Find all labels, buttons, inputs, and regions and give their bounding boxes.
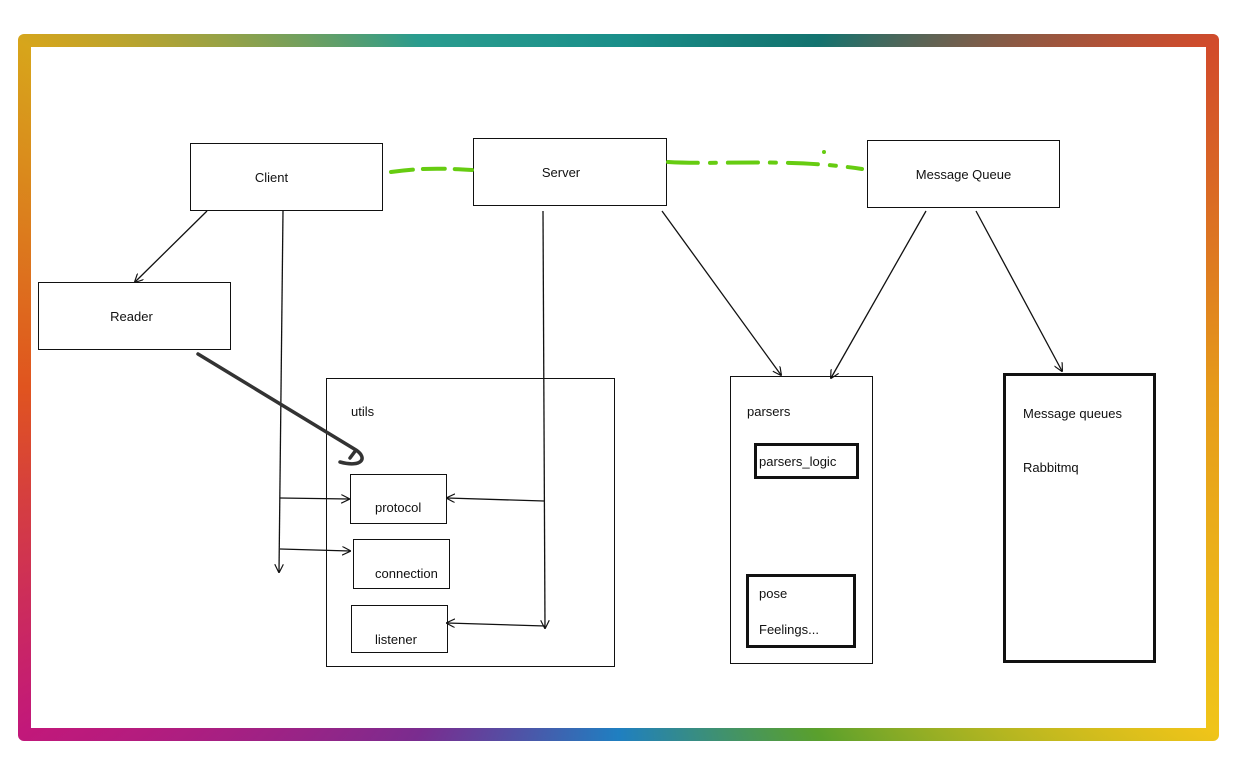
server-node: Server (473, 138, 667, 206)
listener-node: listener (351, 605, 448, 653)
client-node: Client (190, 143, 383, 211)
protocol-node: protocol (350, 474, 447, 524)
pose-label: pose (759, 586, 788, 601)
message-queues-container: Message queues Rabbitmq (1003, 373, 1156, 663)
feelings-label: Feelings... (759, 622, 819, 637)
connection-node: connection (353, 539, 450, 589)
message-queue-label: Message Queue (915, 166, 1012, 182)
protocol-label: protocol (375, 500, 422, 515)
parsers-logic-label: parsers_logic (759, 454, 837, 469)
reader-label: Reader (110, 308, 153, 324)
server-label: Server (541, 164, 581, 180)
listener-label: listener (375, 632, 417, 647)
pose-feelings-node: pose Feelings... (746, 574, 856, 648)
reader-node: Reader (38, 282, 231, 350)
rabbitmq-label: Rabbitmq (1023, 460, 1079, 475)
message-queues-label: Message queues (1023, 406, 1123, 421)
message-queue-node: Message Queue (867, 140, 1060, 208)
parsers-logic-node: parsers_logic (754, 443, 859, 479)
parsers-label: parsers (747, 404, 791, 419)
connection-label: connection (375, 566, 438, 581)
client-label: Client (254, 169, 289, 185)
utils-label: utils (351, 404, 375, 419)
